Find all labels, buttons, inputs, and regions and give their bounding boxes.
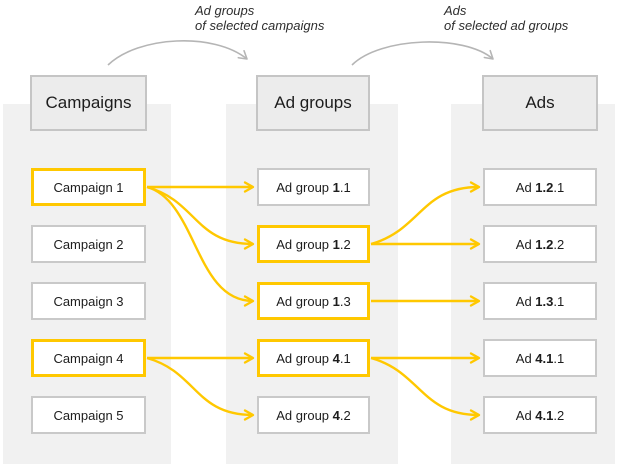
adgroup-4.2-box: Ad group 4.2: [257, 396, 370, 434]
item-label-bold: 1.2: [535, 236, 554, 252]
item-label-rest: .1: [339, 350, 351, 366]
item-label-prefix: Ad group: [276, 236, 333, 252]
adgroup-4.1-box: Ad group 4.1: [257, 339, 370, 377]
item-label-bold: 4: [332, 407, 340, 423]
annotation-line: of selected campaigns: [195, 17, 325, 33]
item-label-rest: .2: [339, 236, 351, 252]
item-label-prefix: Ad: [515, 350, 536, 366]
adgroups-header: Ad groups: [256, 75, 370, 131]
item-label-bold: 1: [332, 236, 340, 252]
item-label-prefix: Campaign 4: [53, 350, 124, 366]
item-label-bold: 4.1: [535, 407, 554, 423]
item-label-rest: .2: [553, 407, 565, 423]
item-label-prefix: Ad group: [276, 407, 333, 423]
item-label-rest: .2: [339, 407, 351, 423]
adgroup-1.2-box: Ad group 1.2: [257, 225, 370, 263]
annotation-line: of selected ad groups: [444, 17, 569, 33]
item-label-bold: 4.1: [535, 350, 554, 366]
item-label-rest: .1: [553, 350, 565, 366]
campaign-4-box: Campaign 4: [31, 339, 146, 377]
campaigns-to-adgroups-flow-arrow: [107, 40, 248, 66]
campaign-5-box: Campaign 5: [31, 396, 146, 434]
ad-1.2.2-box: Ad 1.2.2: [483, 225, 597, 263]
item-label-prefix: Campaign 2: [53, 236, 124, 252]
ad-4.1.2-box: Ad 4.1.2: [483, 396, 597, 434]
item-label-prefix: Ad: [515, 293, 536, 309]
item-label-bold: 1: [332, 293, 340, 309]
item-label-bold: 1.2: [535, 179, 554, 195]
campaign-1-box: Campaign 1: [31, 168, 146, 206]
item-label-bold: 4: [332, 350, 340, 366]
item-label-rest: .3: [339, 293, 351, 309]
item-label-prefix: Campaign 1: [53, 179, 124, 195]
campaigns-header: Campaigns: [30, 75, 147, 131]
item-label-bold: 1.3: [535, 293, 554, 309]
item-label-rest: .2: [553, 236, 565, 252]
annotation-line: Ads: [444, 3, 467, 18]
item-label-rest: .1: [553, 293, 565, 309]
item-label-bold: 1: [332, 179, 340, 195]
ad-1.3.1-box: Ad 1.3.1: [483, 282, 597, 320]
adgroup-1.3-box: Ad group 1.3: [257, 282, 370, 320]
campaign-3-box: Campaign 3: [31, 282, 146, 320]
item-label-rest: .1: [553, 179, 565, 195]
item-label-prefix: Ad: [515, 407, 536, 423]
item-label-prefix: Ad group: [276, 293, 333, 309]
item-label-prefix: Ad group: [276, 350, 333, 366]
ads-header: Ads: [482, 75, 598, 131]
item-label-prefix: Campaign 3: [53, 293, 124, 309]
item-label-prefix: Ad: [515, 179, 536, 195]
campaign-2-box: Campaign 2: [31, 225, 146, 263]
adgroup-1.1-box: Ad group 1.1: [257, 168, 370, 206]
ad-4.1.1-box: Ad 4.1.1: [483, 339, 597, 377]
item-label-rest: .1: [339, 179, 351, 195]
ad-1.2.1-box: Ad 1.2.1: [483, 168, 597, 206]
item-label-prefix: Ad: [515, 236, 536, 252]
item-label-prefix: Ad group: [276, 179, 333, 195]
item-label-prefix: Campaign 5: [53, 407, 124, 423]
annotation-line: Ad groups: [195, 3, 255, 18]
adgroups-to-ads-flow-arrow: [351, 41, 494, 66]
